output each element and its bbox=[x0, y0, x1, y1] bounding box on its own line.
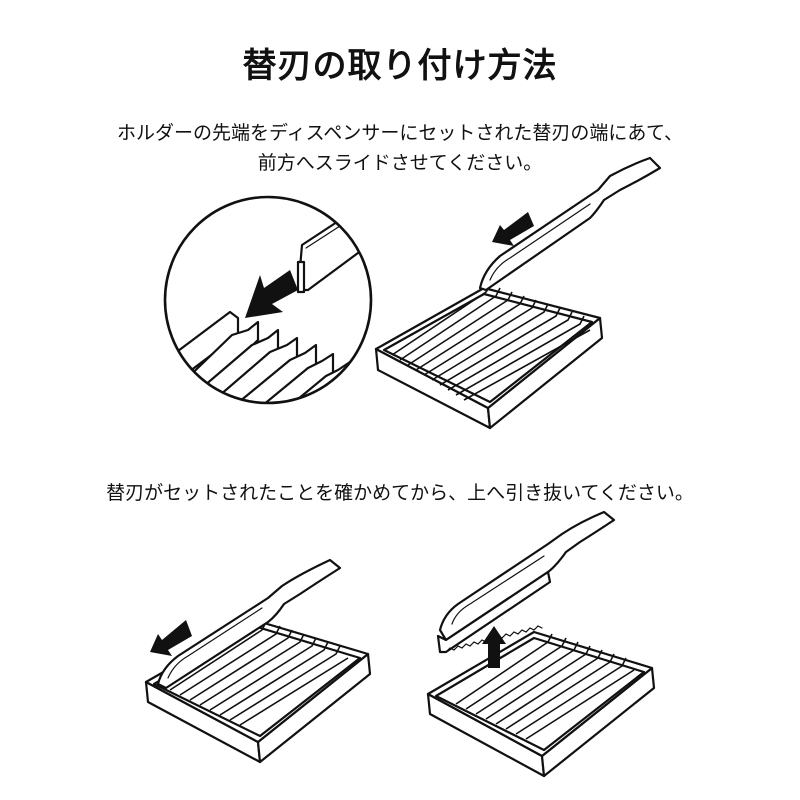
holder bbox=[478, 156, 662, 292]
step2-lift-illustration bbox=[426, 510, 656, 778]
step2-slid-illustration bbox=[144, 558, 372, 764]
step2-instruction: 替刃がセットされたことを確かめてから、上へ引き抜いてください。 bbox=[0, 478, 800, 508]
magnified-detail-illustration bbox=[163, 195, 373, 405]
blade bbox=[436, 570, 552, 654]
step1-line1: ホルダーの先端をディスペンサーにセットされた替刃の端にあて、 bbox=[116, 122, 683, 144]
slide-arrow-icon bbox=[150, 620, 192, 656]
page-title: 替刃の取り付け方法 bbox=[242, 46, 558, 86]
slide-arrow-icon bbox=[245, 270, 298, 318]
lift-arrow-icon bbox=[482, 626, 506, 668]
slide-arrow-icon bbox=[492, 212, 534, 246]
step1-line2: 前方へスライドさせてください。 bbox=[257, 152, 543, 174]
holder bbox=[156, 558, 342, 690]
magnifier-circle bbox=[163, 195, 373, 405]
step1-instruction: ホルダーの先端をディスペンサーにセットされた替刃の端にあて、 前方へスライドさせ… bbox=[0, 118, 800, 178]
step2-line1: 替刃がセットされたことを確かめてから、上へ引き抜いてください。 bbox=[106, 482, 694, 504]
holder bbox=[438, 510, 616, 642]
step1-dispenser-illustration bbox=[374, 156, 662, 430]
